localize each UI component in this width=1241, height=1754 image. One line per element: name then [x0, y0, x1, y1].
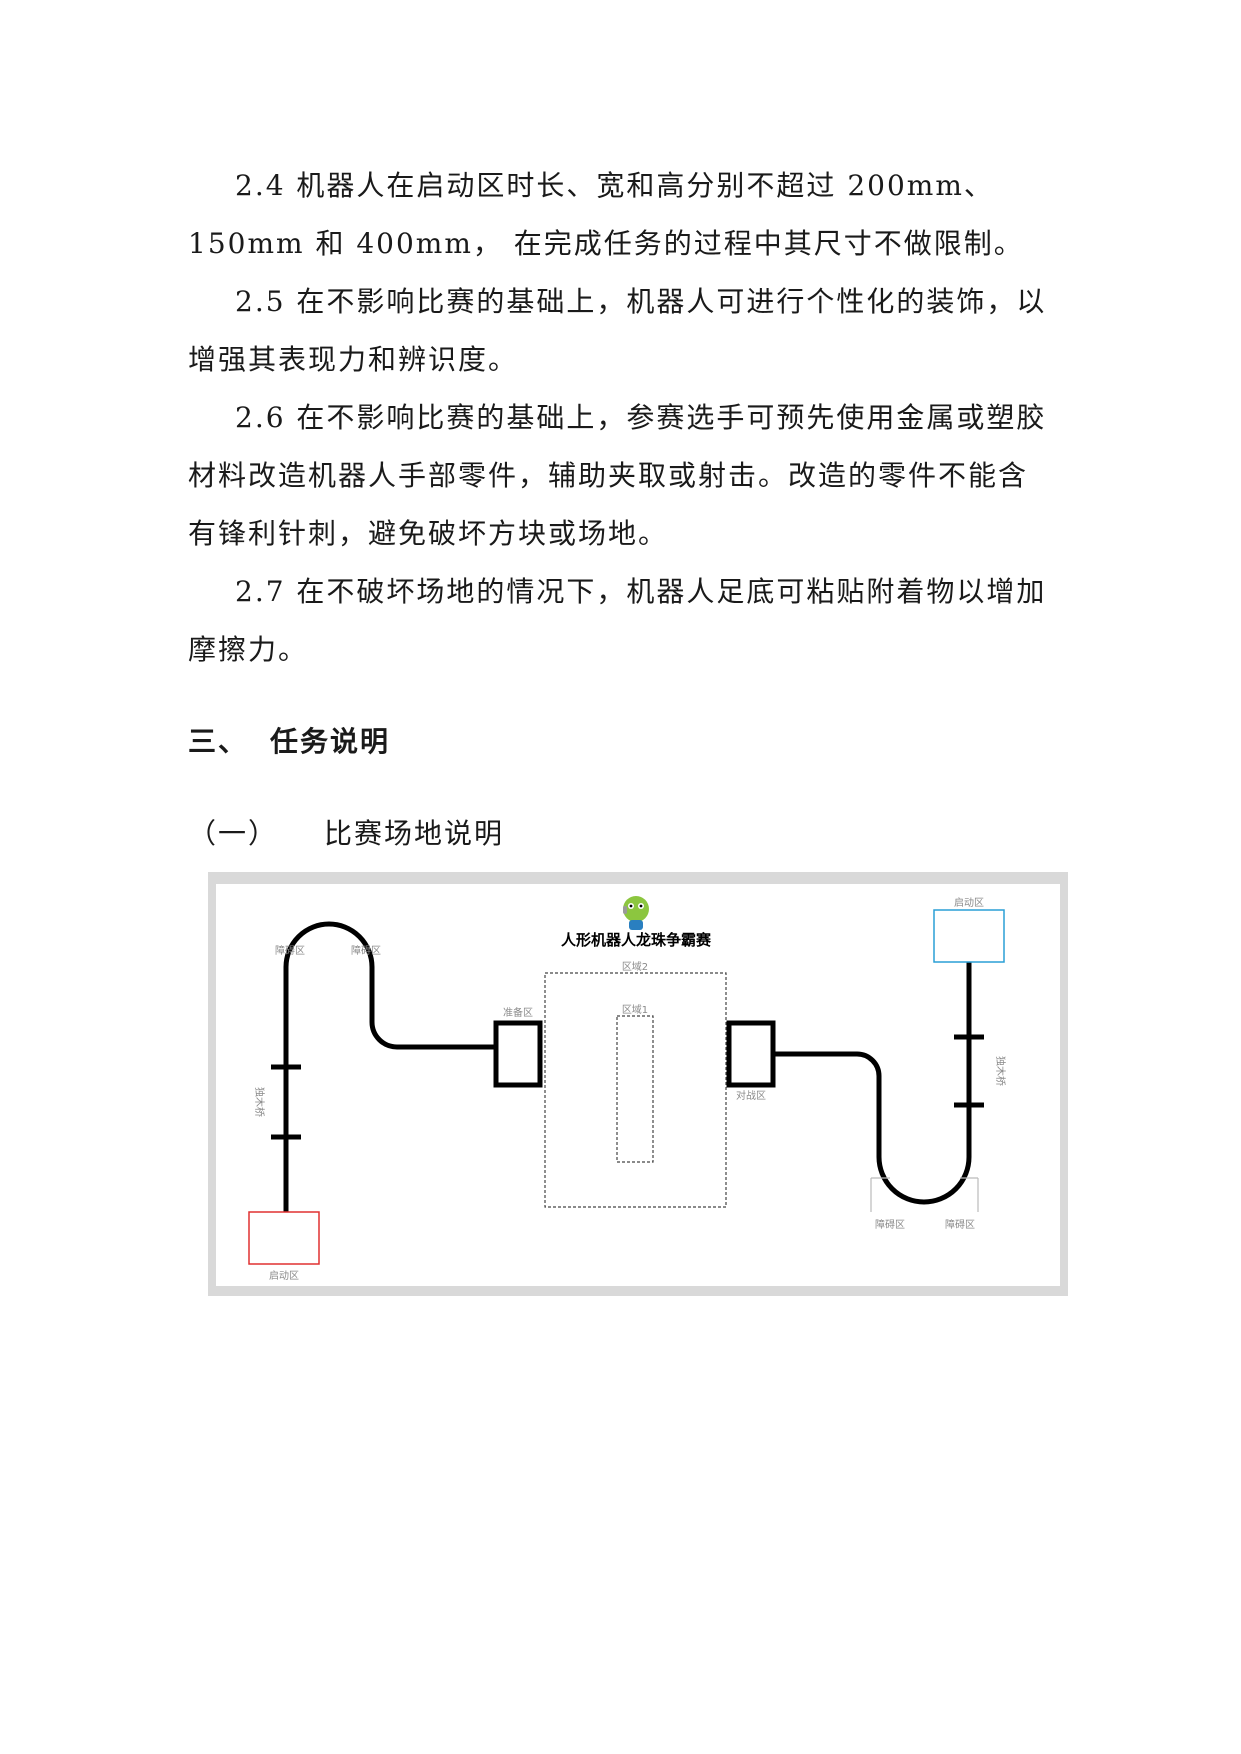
mascot-logo	[623, 896, 649, 930]
diagram-title: 人形机器人龙珠争霸赛	[561, 931, 712, 949]
label-obstacle-right-2: 障碍区	[945, 1218, 975, 1231]
zone-1-inner	[616, 1015, 654, 1163]
label-start-right: 启动区	[954, 896, 984, 909]
left-path-line	[283, 921, 495, 1212]
label-start-left: 启动区	[269, 1269, 299, 1282]
zone-2-outer	[544, 972, 727, 1208]
field-background	[216, 884, 1060, 1286]
right-start-zone	[933, 909, 1005, 963]
label-balance-right: 独木桥	[994, 1056, 1007, 1086]
field-diagram: 人形机器人龙珠争霸赛 障碍区 障碍区 独木桥 准备区 启动区 区域2 区域1 对…	[208, 872, 1068, 1296]
label-obstacle-right-1: 障碍区	[875, 1218, 905, 1231]
paragraph-2-7: 2.7 在不破坏场地的情况下，机器人足底可粘贴附着物以增加摩擦力。	[188, 575, 1047, 666]
subsection-number: （一）	[188, 817, 279, 850]
section-heading: 三、任务说明	[188, 720, 390, 760]
label-prep-left: 准备区	[503, 1006, 533, 1019]
left-prep-box	[493, 1020, 543, 1088]
section-title: 任务说明	[270, 725, 391, 758]
label-balance-left: 独木桥	[253, 1087, 266, 1117]
label-zone-1: 区域1	[622, 1003, 648, 1016]
label-obstacle-left-2: 障碍区	[351, 944, 381, 957]
right-prep-box	[726, 1020, 776, 1088]
label-zone-2: 区域2	[622, 960, 648, 973]
paragraph-2-4: 2.4 机器人在启动区时长、宽和高分别不超过 200mm、150mm 和 400…	[188, 169, 1024, 260]
section-number: 三、	[188, 725, 249, 758]
right-obstacle-bracket-2	[960, 1177, 979, 1212]
label-prep-right: 对战区	[736, 1089, 766, 1102]
label-obstacle-left-1: 障碍区	[275, 944, 305, 957]
field-diagram-svg: 人形机器人龙珠争霸赛 障碍区 障碍区 独木桥 准备区 启动区 区域2 区域1 对…	[216, 884, 1060, 1286]
paragraph-2-5: 2.5 在不影响比赛的基础上，机器人可进行个性化的装饰，以增强其表现力和辨识度。	[188, 285, 1047, 376]
paragraph-2-6: 2.6 在不影响比赛的基础上，参赛选手可预先使用金属或塑胶材料改造机器人手部零件…	[188, 401, 1047, 550]
left-start-zone	[248, 1211, 320, 1265]
right-obstacle-bracket-1	[870, 1177, 890, 1212]
subsection-title: 比赛场地说明	[324, 817, 505, 850]
right-path-line	[775, 962, 972, 1205]
subsection-heading: （一） 比赛场地说明	[188, 812, 504, 852]
